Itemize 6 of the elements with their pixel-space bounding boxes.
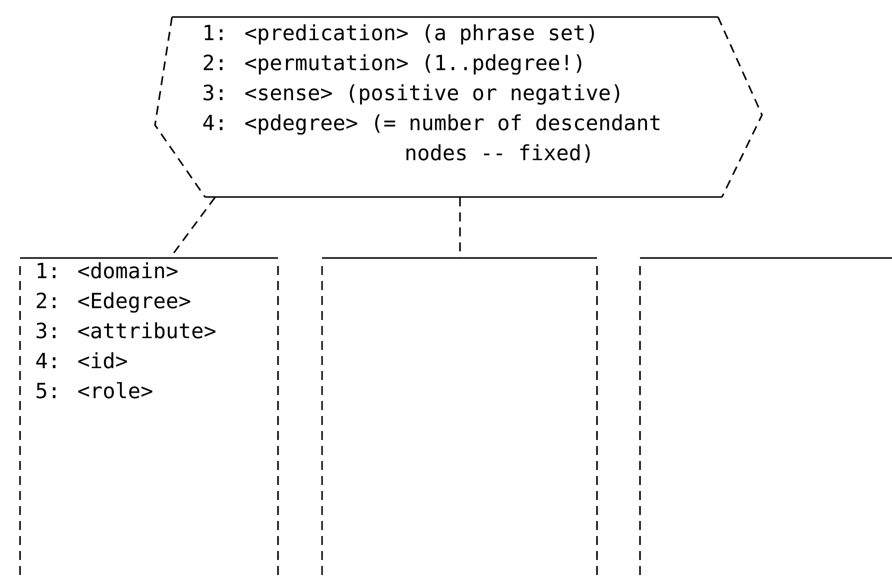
hexagon-box: 1: <predication> (a phrase set) 2: <permutation> (1..pdegree!) 3: <sense> (positive or negative) 4: <pdegree> (= number of descendant nodes -- fixed) (154, 16, 763, 198)
empty-box (321, 257, 598, 577)
record-box: 1: <domain> 2: <Edegree> 3: <attribute> 4: <id> 5: <role> (19, 257, 279, 577)
empty-box (639, 257, 892, 577)
connector-line (459, 197, 461, 258)
connector-line (169, 196, 216, 258)
